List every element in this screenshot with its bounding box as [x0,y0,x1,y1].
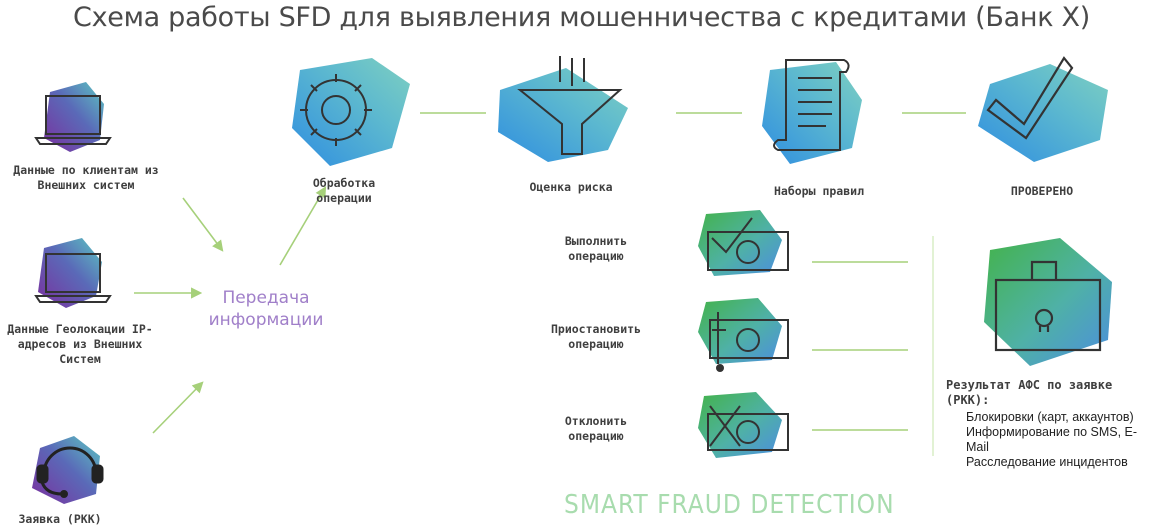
result-item-blocking: Блокировки (карт, аккаунтов) [966,410,1134,424]
action-label-reject: Отклонить операцию [564,414,628,443]
page-title: Схема работы SFD для выявления мошенниче… [73,2,1090,33]
headset-icon [36,446,104,498]
checkmark-icon [986,56,1074,140]
pipeline-label-processing: Обработка операции [312,176,376,205]
pipeline-label-rules: Наборы правил [773,184,864,198]
source-label-application: Заявка (РКК) [18,512,102,526]
verified-node-graphic [978,56,1108,162]
laptop-icon [34,253,112,303]
scroll-icon [773,59,850,151]
source-icon-geolocation [34,238,112,308]
processing-node-graphic [292,58,410,166]
paused-payment-icon [709,312,789,372]
action-label-pause: Приостановить операцию [550,322,641,351]
laptop-icon [34,95,112,145]
result-graphic [984,238,1112,366]
result-heading: Результат АФС по заявке (РКК): [946,378,1113,407]
rules-node-graphic [762,59,862,164]
source-icon-clients [34,82,112,152]
briefcase-icon [994,260,1102,352]
source-label-geolocation: Данные Геолокации IP-адресов из Внешних … [7,322,153,366]
gear-icon [300,74,372,146]
result-item-notification: Информирование по SMS, E-Mail [966,425,1138,454]
pipeline-label-risk: Оценка риска [529,180,613,194]
approve-action-graphic [698,210,789,276]
pause-action-graphic [698,298,789,372]
center-label: Передача информации [208,288,324,330]
risk-node-graphic [498,56,628,162]
approved-payment-icon [707,217,789,271]
pipeline-label-verified: ПРОВЕРЕНО [1010,184,1074,198]
action-label-approve: Выполнить операцию [564,234,628,263]
result-item-investigation: Расследование инцидентов [966,455,1128,469]
brand-wordmark: SMART FRAUD DETECTION [564,490,895,520]
reject-action-graphic [698,392,789,458]
source-label-clients: Данные по клиентам из Внешних систем [13,163,159,192]
funnel-icon [517,56,623,155]
rejected-payment-icon [707,405,789,451]
result-list: Блокировки (карт, аккаунтов) Информирова… [966,410,1156,470]
source-icon-application [32,436,104,504]
